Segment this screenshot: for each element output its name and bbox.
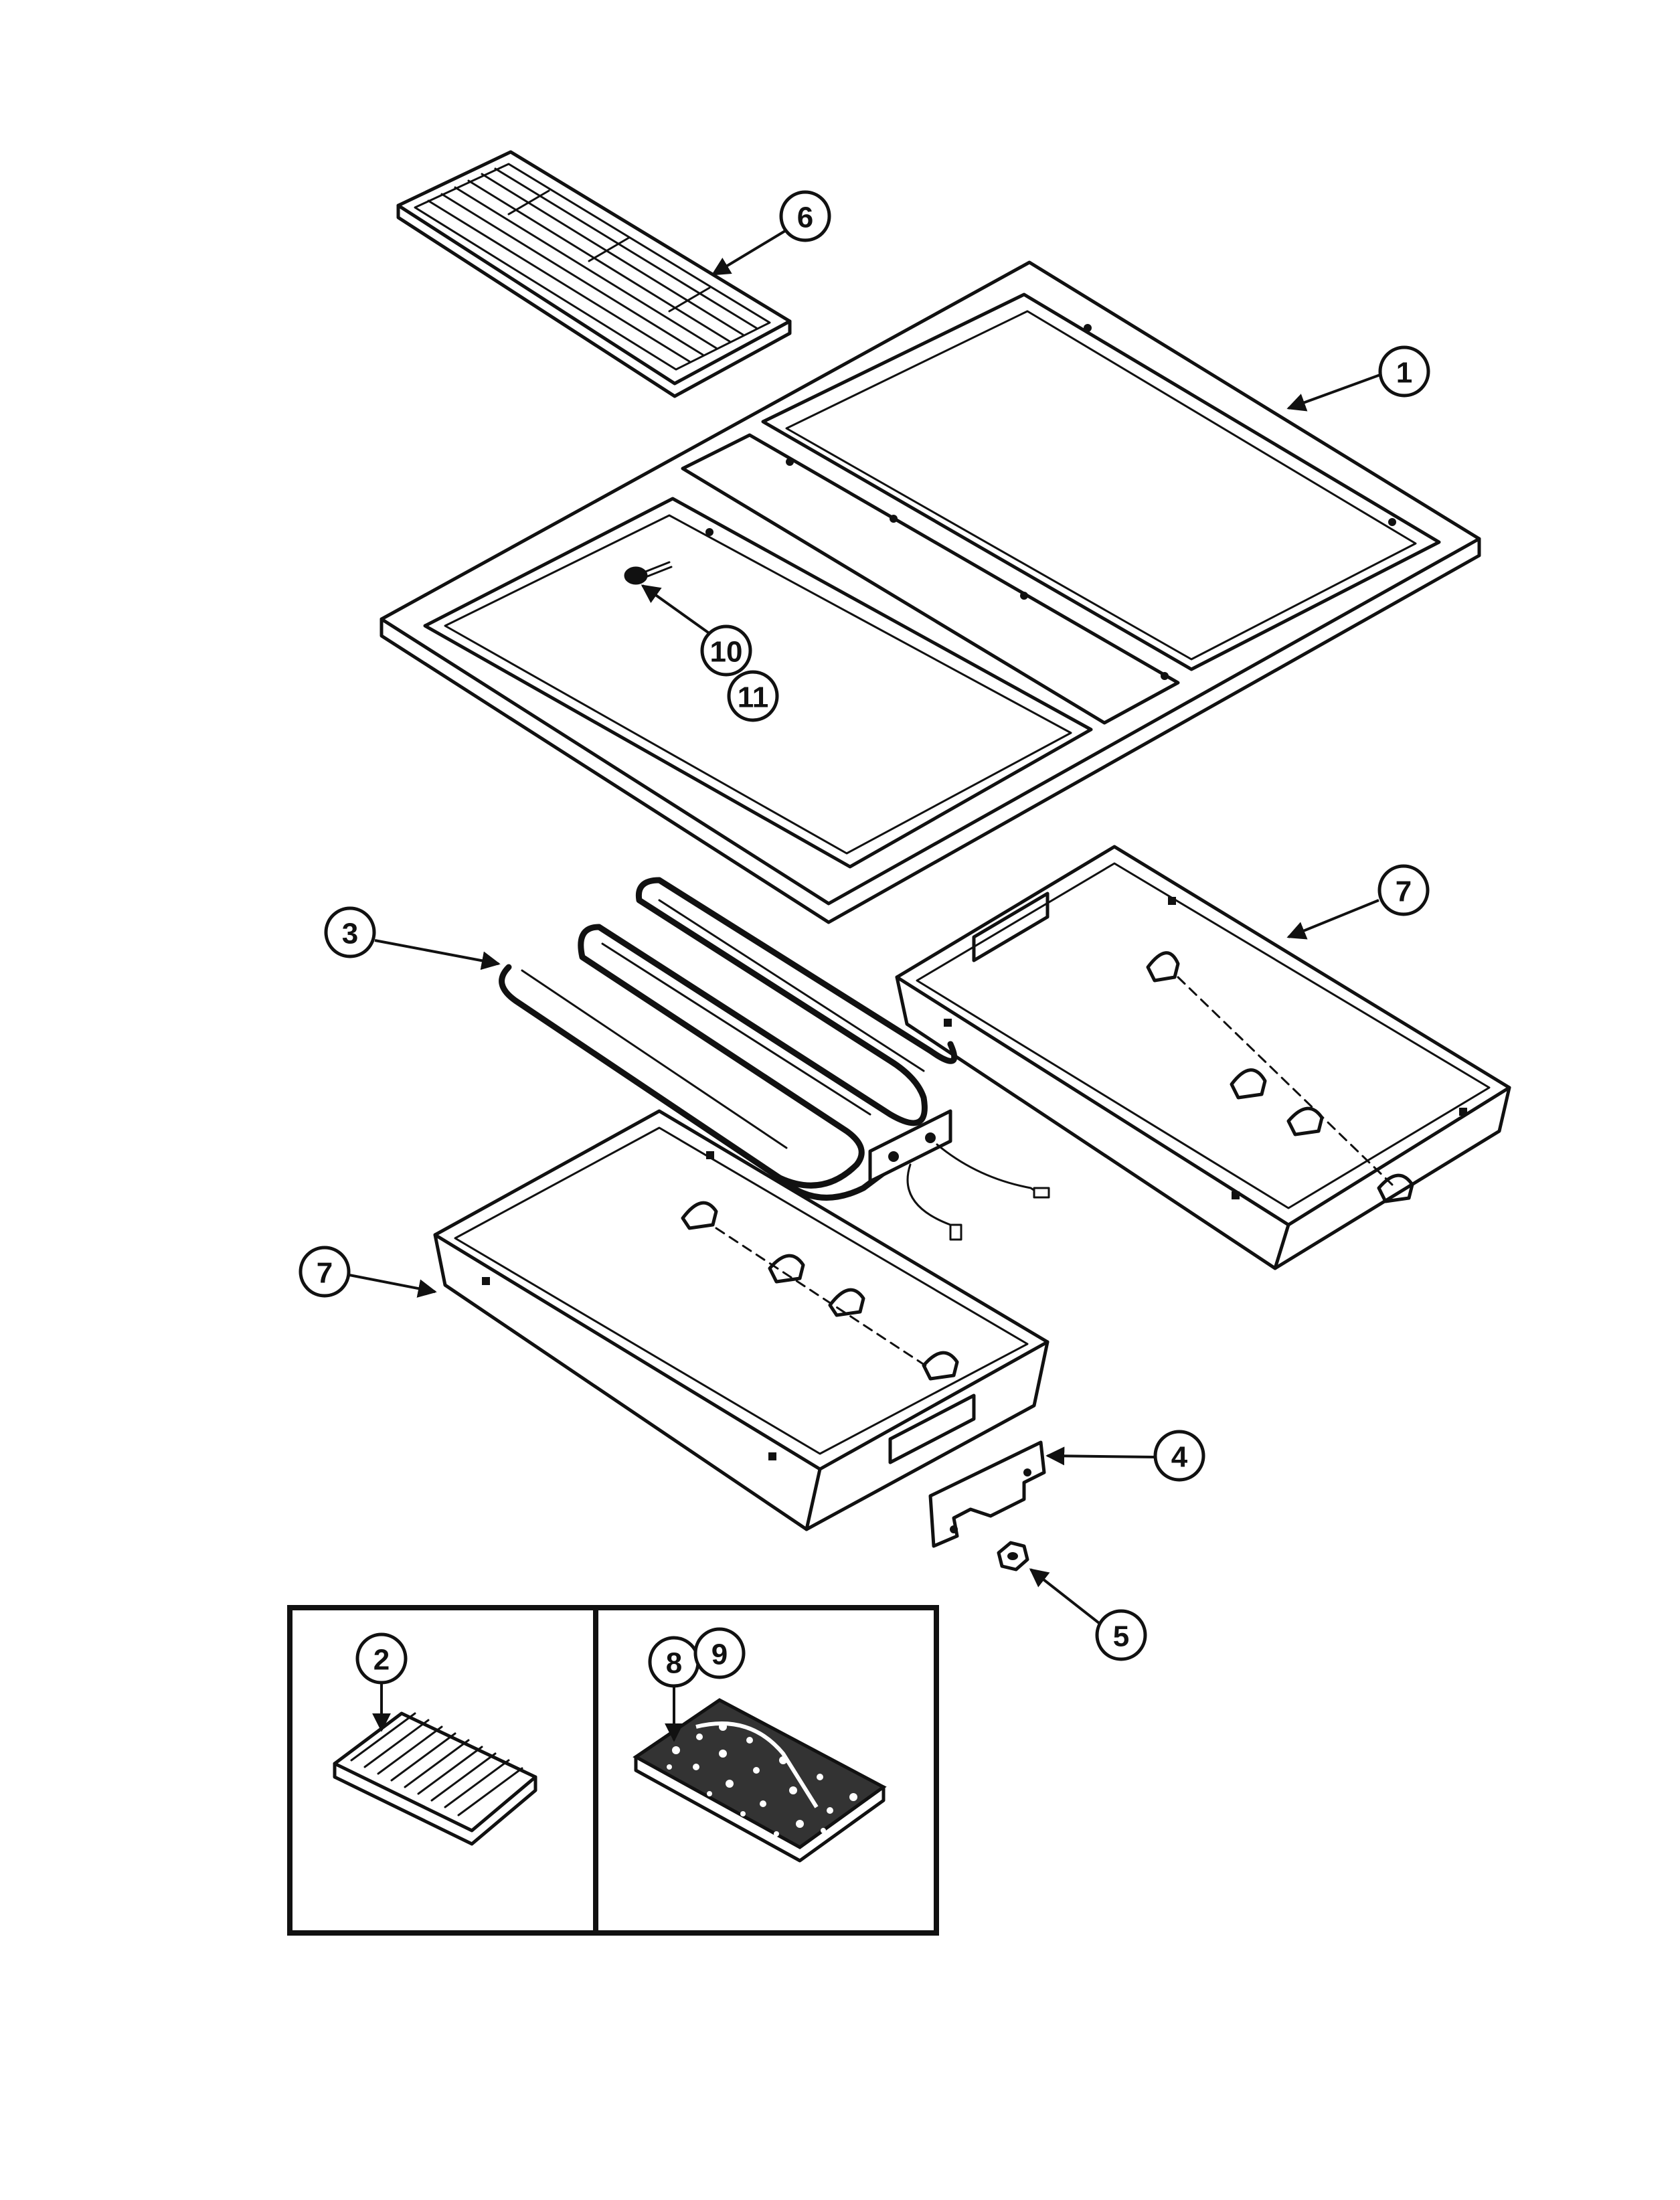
heating-element-part bbox=[499, 877, 1050, 1241]
cooktop-frame-part bbox=[380, 260, 1481, 924]
callout-1: 1 bbox=[1286, 345, 1430, 412]
callout-1-label: 1 bbox=[1396, 357, 1412, 390]
grill-grate-part bbox=[396, 150, 792, 398]
drip-pan-left-part bbox=[433, 1109, 1049, 1531]
callout-10-label: 10 bbox=[710, 636, 743, 669]
bracket-part bbox=[928, 1440, 1046, 1548]
callout-9-label: 9 bbox=[711, 1638, 728, 1671]
inset-box bbox=[287, 1605, 939, 1936]
callout-7-upper-label: 7 bbox=[1396, 875, 1412, 908]
callout-2-label: 2 bbox=[373, 1644, 390, 1677]
rock-grate-part bbox=[633, 1698, 887, 1863]
nut-part bbox=[997, 1541, 1029, 1572]
callout-11: 11 bbox=[727, 670, 779, 722]
callout-5-label: 5 bbox=[1113, 1620, 1129, 1653]
drip-pan-right-part bbox=[895, 845, 1511, 1270]
callout-8-label: 8 bbox=[666, 1647, 682, 1680]
callout-3: 3 bbox=[324, 906, 501, 970]
callout-4: 4 bbox=[1045, 1430, 1205, 1482]
callout-3-label: 3 bbox=[342, 918, 358, 950]
callout-6-label: 6 bbox=[797, 201, 813, 234]
callout-6: 6 bbox=[711, 190, 831, 276]
grill-rack-part bbox=[333, 1711, 537, 1846]
callout-7-lower: 7 bbox=[299, 1246, 437, 1298]
callout-11-label: 11 bbox=[738, 681, 769, 714]
callout-9: 9 bbox=[693, 1627, 746, 1679]
callout-7-upper: 7 bbox=[1286, 864, 1430, 940]
callout-4-label: 4 bbox=[1171, 1441, 1188, 1474]
callout-2: 2 bbox=[355, 1632, 408, 1732]
callout-7-lower-label: 7 bbox=[317, 1257, 333, 1290]
callout-10: 10 bbox=[641, 584, 752, 677]
callout-5: 5 bbox=[1029, 1568, 1147, 1661]
